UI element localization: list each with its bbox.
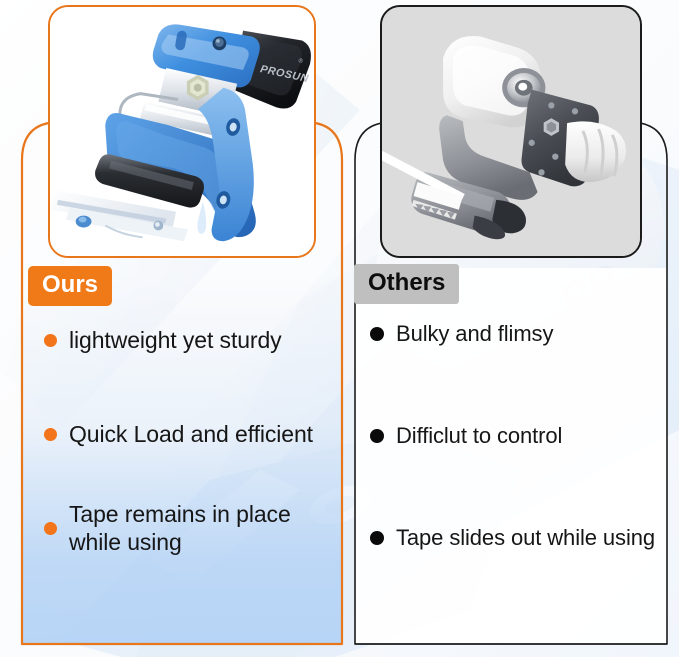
bullet-dot-icon xyxy=(44,333,57,347)
ours-product-photo: PROSUN ® xyxy=(48,5,316,258)
list-item: Tape slides out while using xyxy=(370,510,660,566)
bullet-dot-icon xyxy=(370,531,384,545)
list-item-label: Difficlut to control xyxy=(396,422,563,448)
badge-ours: Ours xyxy=(28,266,113,306)
list-item-label: Bulky and flimsy xyxy=(396,320,554,346)
bullet-dot-icon xyxy=(370,429,384,443)
list-item-label: Tape slides out while using xyxy=(396,524,656,550)
list-item: Quick Load and efficient xyxy=(44,406,344,462)
others-drawback-list: Bulky and flimsy Difficlut to control Ta… xyxy=(370,306,660,612)
bullet-dot-icon xyxy=(44,521,57,535)
list-item-label: Tape remains in place while using xyxy=(69,501,291,556)
list-item: Tape remains in place while using xyxy=(44,500,344,556)
others-product-photo xyxy=(380,5,642,258)
column-ours: PROSUN ® xyxy=(14,0,350,657)
list-item: Bulky and flimsy xyxy=(370,306,660,362)
bullet-dot-icon xyxy=(44,427,57,441)
column-others: Others Bulky and flimsy Difficlut to con… xyxy=(352,0,670,657)
list-item: Difficlut to control xyxy=(370,408,660,464)
list-item-label: Quick Load and efficient xyxy=(69,420,313,447)
list-item-label: lightweight yet sturdy xyxy=(69,326,282,353)
list-item: lightweight yet sturdy xyxy=(44,312,344,368)
ours-benefit-list: lightweight yet sturdy Quick Load and ef… xyxy=(44,312,344,594)
badge-others: Others xyxy=(354,264,460,304)
bullet-dot-icon xyxy=(370,327,384,341)
